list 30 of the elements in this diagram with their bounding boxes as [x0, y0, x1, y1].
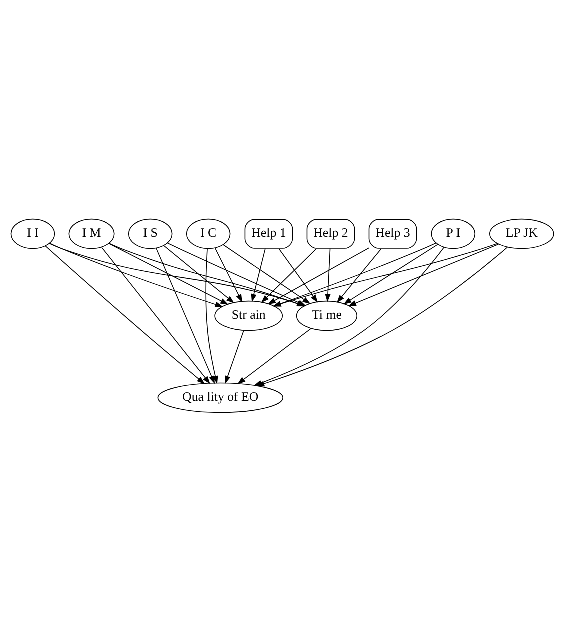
arrow — [348, 244, 500, 306]
arrow — [156, 248, 216, 384]
node-ellipse: I S — [128, 218, 173, 250]
arrow — [278, 248, 318, 303]
arrow — [214, 248, 243, 303]
arrow — [223, 244, 311, 304]
node-ellipse: LP JK — [490, 218, 554, 250]
arrow — [344, 244, 438, 305]
node-ellipse: P I — [431, 218, 476, 250]
node-box: Help 3 — [368, 219, 418, 249]
node-ellipse: Qua lity of EO — [158, 382, 284, 414]
node-ellipse: I M — [68, 218, 115, 250]
arrow — [261, 248, 318, 304]
node-box: Help 1 — [244, 219, 294, 249]
arrow — [336, 248, 382, 304]
arrow — [256, 247, 508, 387]
arrow — [325, 248, 331, 302]
node-ellipse: I I — [10, 218, 56, 250]
arrow — [50, 243, 224, 308]
arrow — [45, 246, 206, 384]
arrow — [268, 248, 370, 305]
arrow — [251, 248, 266, 302]
arrow — [101, 247, 210, 384]
arrow — [164, 245, 235, 304]
arrow — [238, 328, 312, 384]
arrow — [206, 248, 218, 384]
node-ellipse: I C — [186, 218, 231, 250]
arrow — [225, 330, 244, 384]
node-box: Help 2 — [306, 219, 356, 249]
arrow — [108, 243, 229, 305]
